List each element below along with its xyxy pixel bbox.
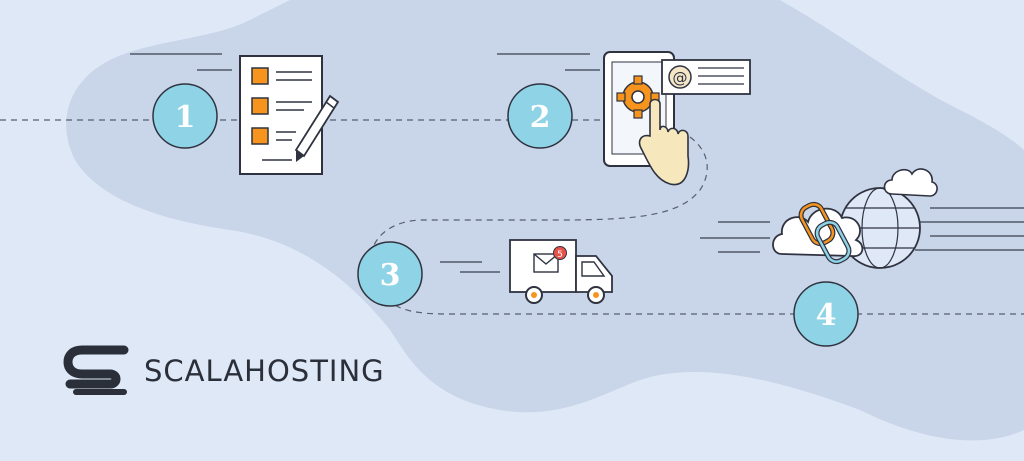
hand-pointer-icon [638,98,690,186]
pencil-icon [294,94,340,162]
brand-logo: SCALAHOSTING [62,344,385,398]
brand-name: SCALAHOSTING [144,354,385,388]
gear-icon [616,75,660,119]
step-2-number: 2 [530,100,551,135]
scalahosting-logo-icon [63,345,129,395]
phone-settings-email-icon: @ [603,51,751,186]
speed-lines [130,53,1024,273]
step-4-number: 4 [816,298,837,333]
step-2-marker: 2 [507,83,573,149]
envelope-icon [533,253,559,273]
email-at-symbol: @ [673,69,688,87]
step-1-marker: 1 [152,83,218,149]
step-4-marker: 4 [793,281,859,347]
email-bubble-icon: @ [661,59,751,95]
delivery-truck-icon: 5 [509,239,613,304]
notification-badge-count: 5 [557,250,563,260]
chain-link-icon [798,201,852,265]
checklist-document-icon [239,55,340,175]
step-3-number: 3 [380,258,401,293]
small-cloud-icon [883,168,938,197]
cloud-link-globe-icon [772,168,938,269]
notification-badge: 5 [553,246,567,260]
step-1-number: 1 [175,100,196,135]
step-3-marker: 3 [357,241,423,307]
